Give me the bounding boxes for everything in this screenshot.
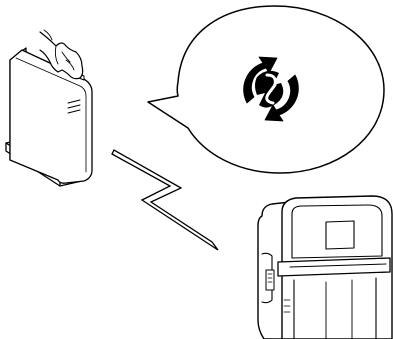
speech-bubble xyxy=(148,6,384,173)
printer-cover-window xyxy=(326,221,354,249)
wireless-signal-bolt-icon xyxy=(112,150,218,250)
mobile-printer-icon xyxy=(258,196,392,339)
printer-side-button xyxy=(266,270,274,290)
